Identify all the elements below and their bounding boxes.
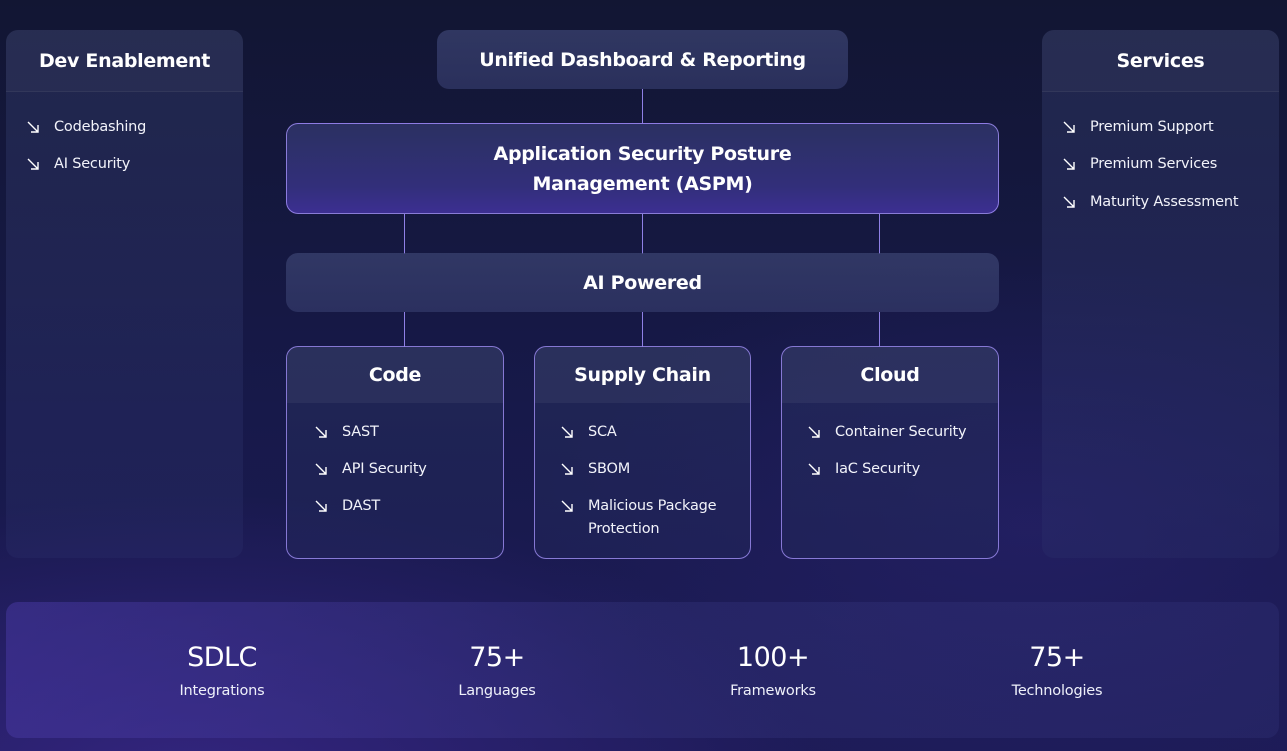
list-item-label: SCA: [588, 424, 617, 440]
services-panel: Services Premium Support Premium Service…: [1042, 30, 1279, 558]
list-item[interactable]: SBOM: [559, 458, 630, 481]
stat-value: SDLC: [187, 642, 257, 673]
list-item-label: IaC Security: [835, 461, 921, 477]
list-item[interactable]: SCA: [559, 421, 617, 444]
connector-line: [404, 213, 405, 254]
list-item-label: DAST: [342, 498, 381, 514]
list-item-label: SAST: [342, 424, 379, 440]
list-item-label: Protection: [588, 521, 660, 537]
arrow-down-right-icon: [25, 119, 41, 135]
code-card[interactable]: Code SAST API Security DAST: [286, 346, 504, 559]
arrow-down-right-icon: [313, 498, 329, 514]
list-item-label: Premium Support: [1090, 119, 1214, 135]
list-item[interactable]: IaC Security: [806, 458, 920, 481]
arrow-down-right-icon: [559, 498, 575, 514]
stat-value: 100+: [736, 642, 810, 673]
list-item[interactable]: Malicious Package Protection: [559, 495, 717, 541]
aspm-title-line1: Application Security Posture: [493, 142, 792, 165]
stat-label: Integrations: [179, 683, 265, 699]
stat-label: Languages: [458, 683, 536, 699]
cloud-card[interactable]: Cloud Container Security IaC Security: [781, 346, 999, 559]
arrow-down-right-icon: [559, 424, 575, 440]
supply-chain-card-title: Supply Chain: [535, 347, 750, 403]
list-item-label-group: Malicious Package Protection: [588, 495, 717, 541]
supply-chain-card[interactable]: Supply Chain SCA SBOM Malicious Package …: [534, 346, 751, 559]
list-item-label: Container Security: [835, 424, 967, 440]
ai-powered-label: AI Powered: [583, 271, 702, 294]
list-item[interactable]: Premium Services: [1061, 153, 1217, 176]
arrow-down-right-icon: [1061, 194, 1077, 210]
aspm-box[interactable]: Application Security Posture Management …: [286, 123, 999, 214]
unified-dashboard-title: Unified Dashboard & Reporting: [479, 48, 806, 71]
stat-value: 75+: [469, 642, 525, 673]
list-item-label: API Security: [342, 461, 427, 477]
list-item-label: Codebashing: [54, 119, 147, 135]
dev-enablement-panel: Dev Enablement Codebashing AI Security: [6, 30, 243, 558]
list-item-label: Maturity Assessment: [1090, 194, 1239, 210]
stat-label: Technologies: [1011, 683, 1103, 699]
list-item[interactable]: Container Security: [806, 421, 967, 444]
connector-line: [642, 312, 643, 347]
dev-enablement-title: Dev Enablement: [6, 30, 243, 92]
arrow-down-right-icon: [25, 156, 41, 172]
connector-line: [642, 213, 643, 254]
list-item[interactable]: SAST: [313, 421, 379, 444]
list-item-label: SBOM: [588, 461, 631, 477]
unified-dashboard-box[interactable]: Unified Dashboard & Reporting: [437, 30, 848, 89]
list-item[interactable]: DAST: [313, 495, 380, 518]
list-item[interactable]: Premium Support: [1061, 116, 1214, 139]
arrow-down-right-icon: [806, 424, 822, 440]
connector-line: [879, 213, 880, 254]
cloud-card-title: Cloud: [782, 347, 998, 403]
list-item-label: AI Security: [54, 156, 131, 172]
list-item[interactable]: AI Security: [25, 153, 130, 176]
code-card-title: Code: [287, 347, 503, 403]
services-title: Services: [1042, 30, 1279, 92]
list-item[interactable]: Codebashing: [25, 116, 146, 139]
arrow-down-right-icon: [559, 461, 575, 477]
stat-value: 75+: [1029, 642, 1085, 673]
connector-line: [879, 312, 880, 347]
connector-line: [642, 89, 643, 124]
arrow-down-right-icon: [1061, 119, 1077, 135]
connector-line: [404, 312, 405, 347]
list-item-label: Malicious Package: [588, 498, 717, 514]
aspm-title-line2: Management (ASPM): [532, 172, 753, 195]
stats-bar: SDLC Integrations 75+ Languages 100+ Fra…: [6, 602, 1279, 738]
ai-powered-box[interactable]: AI Powered: [286, 253, 999, 312]
list-item[interactable]: API Security: [313, 458, 427, 481]
stat-label: Frameworks: [730, 683, 816, 699]
arrow-down-right-icon: [313, 424, 329, 440]
arrow-down-right-icon: [313, 461, 329, 477]
list-item[interactable]: Maturity Assessment: [1061, 191, 1239, 214]
arrow-down-right-icon: [1061, 156, 1077, 172]
list-item-label: Premium Services: [1090, 156, 1218, 172]
arrow-down-right-icon: [806, 461, 822, 477]
